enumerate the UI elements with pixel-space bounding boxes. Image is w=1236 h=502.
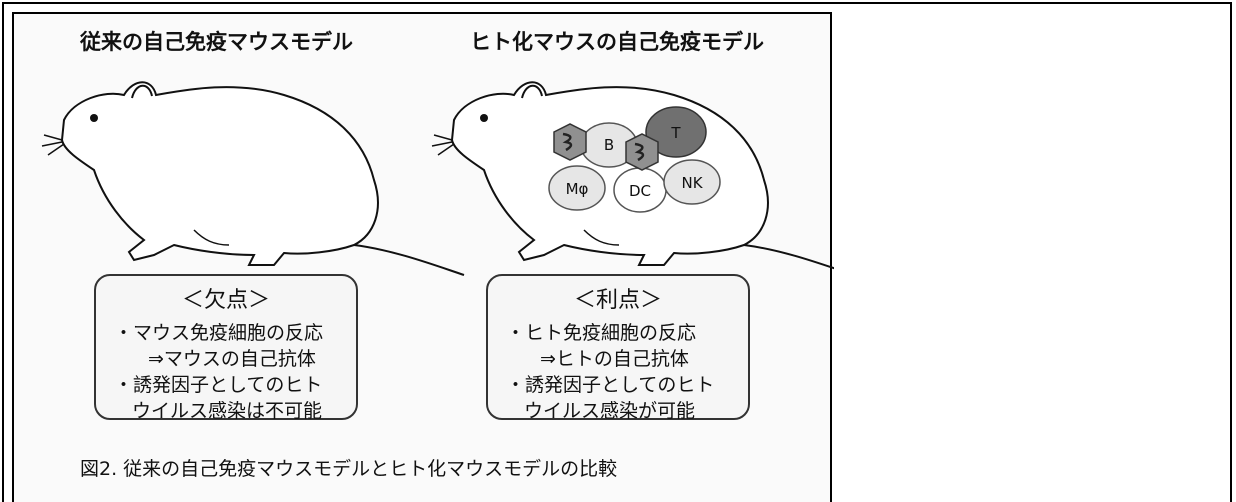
box-line: ⇒ヒトの自己抗体 — [540, 348, 689, 370]
nk-cell-label: NK — [681, 174, 703, 192]
box-line: ・ヒト免疫細胞の反応 — [506, 322, 697, 344]
box-line: ⇒マウスの自己抗体 — [148, 348, 316, 370]
box-line: ・マウス免疫細胞の反応 — [114, 322, 324, 344]
disadvantages-box: ＜欠点＞ ・マウス免疫細胞の反応 ⇒マウスの自己抗体 ・誘発因子としてのヒト ウ… — [94, 274, 358, 422]
b-cell-label: B — [604, 136, 614, 154]
virus-icon — [625, 133, 659, 171]
macrophage-label: Mφ — [566, 180, 589, 198]
t-cell — [645, 106, 707, 158]
figure-caption: 図2. 従来の自己免疫マウスモデルとヒト化マウスモデルの比較 — [80, 458, 618, 480]
macrophage-cell — [548, 165, 606, 211]
humanized-mouse: B T Mφ DC NK — [431, 81, 834, 276]
dendritic-cell-label: DC — [629, 182, 651, 200]
right-panel-title: ヒト化マウスの自己免疫モデル — [470, 30, 764, 54]
nk-cell — [663, 159, 721, 205]
mouse-illustrations: B T Mφ DC NK — [41, 81, 834, 276]
box-line: ウイルス感染は不可能 — [132, 400, 323, 422]
box-line: ・誘発因子としてのヒト — [114, 374, 323, 396]
left-panel-title: 従来の自己免疫マウスモデル — [80, 30, 353, 54]
conventional-mouse — [41, 81, 465, 276]
advantages-heading: ＜利点＞ — [573, 288, 662, 313]
box-line: ウイルス感染が可能 — [524, 400, 696, 422]
box-line: ・誘発因子としてのヒト — [506, 374, 715, 396]
advantages-box: ＜利点＞ ・ヒト免疫細胞の反応 ⇒ヒトの自己抗体 ・誘発因子としてのヒト ウイル… — [486, 274, 750, 422]
t-cell-label: T — [670, 124, 681, 142]
virus-icon — [553, 123, 587, 161]
disadvantages-heading: ＜欠点＞ — [181, 288, 270, 313]
